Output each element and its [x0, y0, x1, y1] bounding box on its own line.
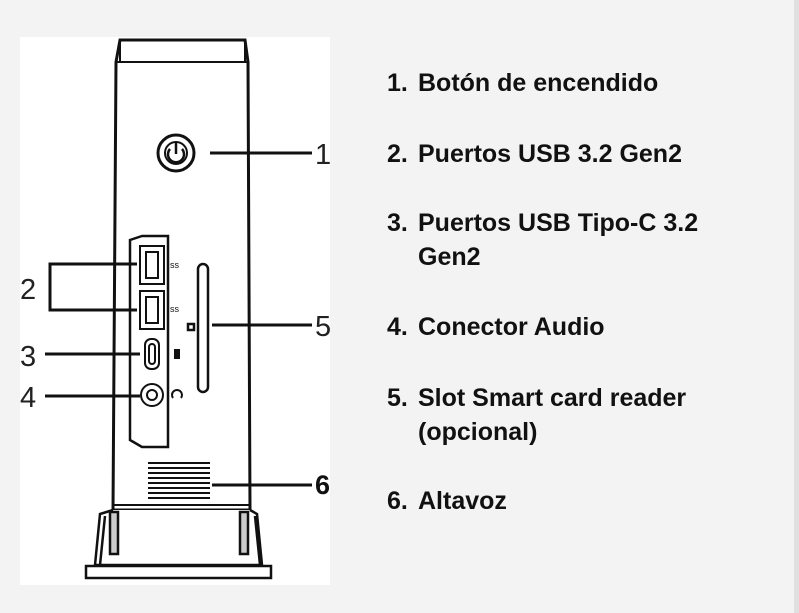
legend-text: Conector Audio: [418, 313, 605, 341]
smart-card-icon: [186, 262, 210, 394]
legend-text: Altavoz: [418, 487, 507, 515]
svg-text:ss: ss: [170, 260, 180, 270]
callout-1: 1: [315, 139, 331, 171]
legend-item-usb: 2. Puertos USB 3.2 Gen2: [387, 137, 682, 171]
legend-text: Puertos USB 3.2 Gen2: [418, 140, 682, 168]
legend-text-cont: Gen2: [418, 243, 481, 271]
headphone-icon: [140, 383, 183, 407]
callout-6: 6: [315, 470, 330, 500]
usb-icon: ss ss: [139, 245, 180, 330]
legend-item-usb-c: 3. Puertos USB Tipo-C 3.2 Gen2: [387, 206, 698, 274]
leader-2: [48, 262, 137, 312]
legend-num: 3.: [387, 209, 408, 237]
leader-lines: [45, 151, 312, 487]
svg-text:ss: ss: [170, 304, 180, 314]
callout-3: 3: [20, 341, 36, 373]
legend-num: 1.: [387, 69, 408, 97]
legend-num: 5.: [387, 384, 408, 412]
legend-text: Puertos USB Tipo-C 3.2: [418, 209, 699, 237]
legend-text: Botón de encendido: [418, 69, 659, 97]
legend-num: 2.: [387, 140, 408, 168]
callout-4: 4: [20, 382, 36, 414]
stand: [84, 508, 273, 580]
legend-item-audio: 4. Conector Audio: [387, 310, 605, 344]
right-edge: [794, 0, 799, 613]
legend-item-card-reader: 5. Slot Smart card reader (opcional): [387, 381, 686, 449]
usb-c-icon: [144, 338, 180, 370]
power-icon: [156, 133, 196, 173]
legend-num: 6.: [387, 487, 408, 515]
legend-text: Slot Smart card reader: [418, 384, 687, 412]
legend-text-cont: (opcional): [418, 418, 538, 446]
legend-num: 4.: [387, 313, 408, 341]
speaker-grille-icon: [148, 462, 210, 499]
legend-item-power: 1. Botón de encendido: [387, 66, 658, 100]
legend-item-speaker: 6. Altavoz: [387, 484, 507, 518]
callout-2: 2: [20, 274, 36, 306]
callout-5: 5: [315, 311, 331, 343]
